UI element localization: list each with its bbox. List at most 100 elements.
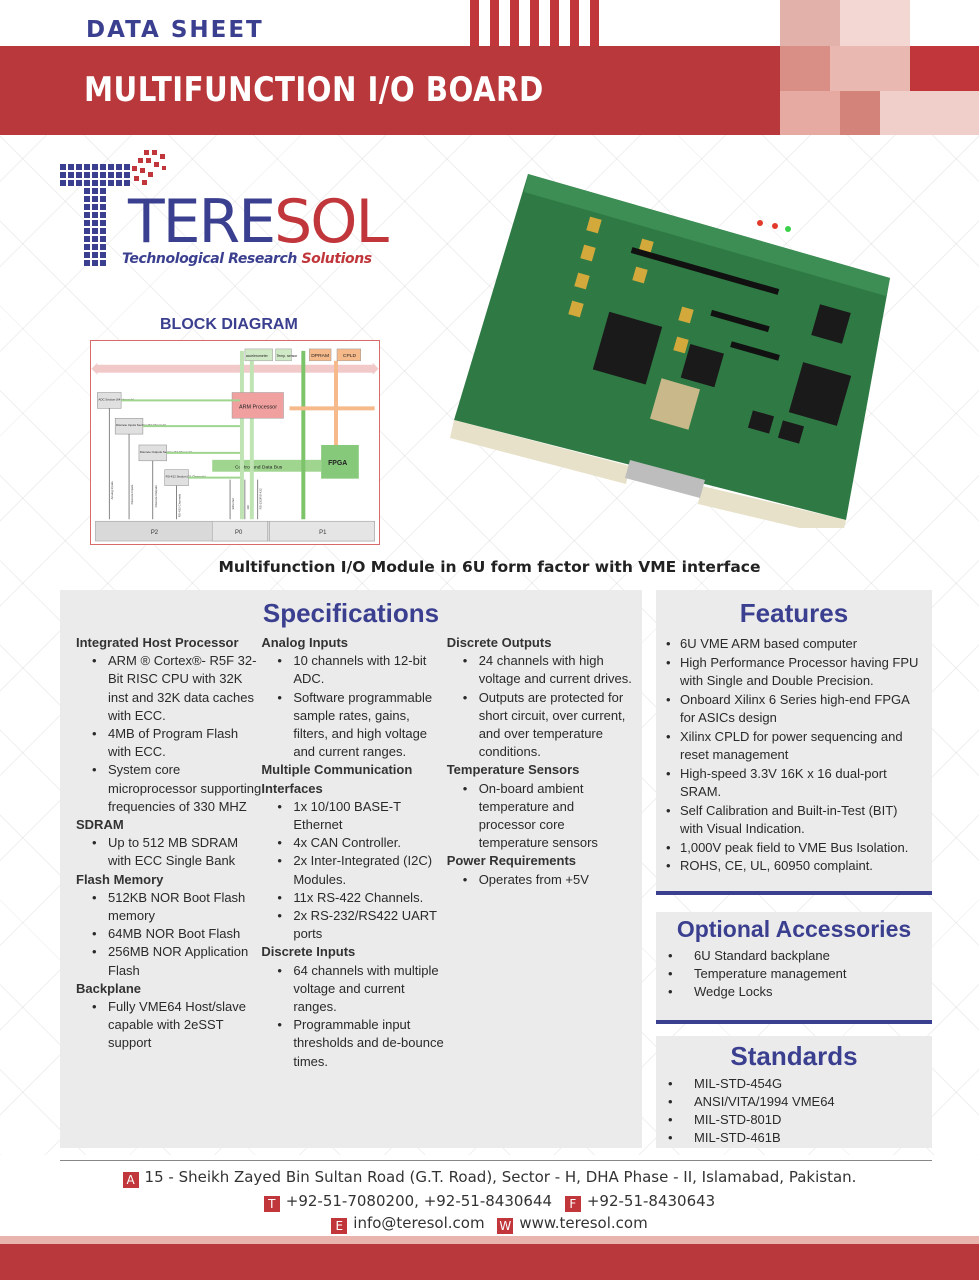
web-tag-icon: W <box>497 1218 514 1234</box>
accessories-list: 6U Standard backplaneTemperature managem… <box>656 947 932 1001</box>
address-tag-icon: A <box>122 1172 139 1188</box>
footer-divider <box>60 1160 932 1161</box>
features-list: 6U VME ARM based computerHigh Performanc… <box>656 635 932 876</box>
email-link[interactable]: info@teresol.com <box>353 1214 485 1232</box>
spec-item: 512KB NOR Boot Flash memory <box>76 889 261 925</box>
spec-item: System core microprocessor supporting fr… <box>76 761 261 816</box>
spec-item: 2x Inter-Integrated (I2C) Modules. <box>261 852 446 888</box>
bd-din-label: Discrete Inputs Section (64 Channels) <box>116 423 166 427</box>
spec-item: 4x CAN Controller. <box>261 834 446 852</box>
accessories-panel: Optional Accessories 6U Standard backpla… <box>656 912 932 1024</box>
spec-section-list: 512KB NOR Boot Flash memory64MB NOR Boot… <box>76 889 261 980</box>
tel-tag-icon: T <box>263 1196 280 1212</box>
list-item: 1,000V peak field to VME Bus Isolation. <box>666 839 922 858</box>
list-item: High-speed 3.3V 16K x 16 dual-port SRAM. <box>666 765 922 802</box>
spec-section-list: Fully VME64 Host/slave capable with 2eSS… <box>76 998 261 1053</box>
bd-temp-label: Temp. sensor <box>277 354 299 358</box>
bd-v-eth: Ethernet <box>231 498 235 509</box>
spec-section-heading: Flash Memory <box>76 871 164 887</box>
spec-item: ARM ® Cortex®- R5F 32-Bit RISC CPU with … <box>76 652 261 725</box>
block-diagram: P2 P0 P1 Control and Data Bus FPGA ARM P… <box>90 340 380 545</box>
spec-item: Up to 512 MB SDRAM with ECC Single Bank <box>76 834 261 870</box>
spec-section-list: ARM ® Cortex®- R5F 32-Bit RISC CPU with … <box>76 652 261 816</box>
spec-column-1: Integrated Host ProcessorARM ® Cortex®- … <box>76 634 261 1071</box>
header-decor-square <box>830 46 910 91</box>
bd-v-rs232: RS-232/RS-422 <box>259 488 263 509</box>
spec-item: 2x RS-232/RS422 UART ports <box>261 907 446 943</box>
spec-item: Programmable input thresholds and de-bou… <box>261 1016 446 1071</box>
fax-text: +92-51-8430643 <box>586 1192 716 1210</box>
logo-dot-grid-icon <box>60 150 166 266</box>
list-item: Xilinx CPLD for power sequencing and res… <box>666 728 922 765</box>
bd-p2-label: P2 <box>151 530 158 536</box>
list-item: Self Calibration and Built-in-Test (BIT)… <box>666 802 922 839</box>
bd-dout-label: Discrete Outputs Section (24 Channels) <box>140 450 192 454</box>
board-photo <box>450 174 890 528</box>
web-link[interactable]: www.teresol.com <box>519 1214 648 1232</box>
spec-item: Fully VME64 Host/slave capable with 2eSS… <box>76 998 261 1053</box>
footer-band <box>0 1236 979 1280</box>
spec-column-2: Analog Inputs 10 channels with 12-bit ADC… <box>261 634 446 1071</box>
bd-v-dout: Discrete Outputs <box>154 485 158 508</box>
spec-section-list: 64 channels with multiple voltage and cu… <box>261 962 446 1071</box>
list-item: 6U VME ARM based computer <box>666 635 922 654</box>
spec-item: 4MB of Program Flash with ECC. <box>76 725 261 761</box>
footer-phone: T +92-51-7080200, +92-51-8430644 F +92-51-… <box>0 1192 979 1212</box>
specifications-panel: Specifications Integrated Host Processor… <box>60 590 642 1148</box>
bd-v-i2c: I2C <box>246 504 250 509</box>
header-decor-square <box>780 46 830 91</box>
bd-adc-label: ADC Section (64 channels) <box>98 397 134 401</box>
bd-fpga-label: FPGA <box>328 460 347 467</box>
list-item: Temperature management <box>666 965 922 983</box>
bd-p0-label: P0 <box>235 530 243 536</box>
spec-section-heading: Temperature Sensors <box>446 762 580 778</box>
list-item: MIL-STD-801D <box>666 1111 922 1129</box>
spec-item: Operates from +5V <box>447 871 634 889</box>
doc-type-label: DATA SHEET <box>86 17 264 43</box>
list-item: ROHS, CE, UL, 60950 complaint. <box>666 857 922 876</box>
features-panel: Features 6U VME ARM based computerHigh P… <box>656 590 932 895</box>
logo-tagline: Technological Research Solutions <box>122 251 372 267</box>
header-decor-square <box>840 0 910 46</box>
list-item: High Performance Processor having FPU wi… <box>666 654 922 691</box>
spec-section-heading: Analog Inputs <box>261 635 349 650</box>
accessories-title: Optional Accessories <box>676 916 912 942</box>
spec-item: Software programmable sample rates, gain… <box>261 689 446 762</box>
spec-section-list: On-board ambient temperature and process… <box>447 780 634 853</box>
bd-rs422-label: RS-422 Section (11 Channels) <box>166 475 206 479</box>
header-decor-square <box>780 91 840 135</box>
spec-item: Outputs are protected for short circuit,… <box>447 689 634 762</box>
spec-item: 10 channels with 12-bit ADC. <box>261 652 446 688</box>
spec-column-3: Discrete Outputs24 channels with high vo… <box>447 634 634 1071</box>
spec-section-heading: Multiple Communication Interfaces <box>261 762 413 796</box>
spec-section-list: 10 channels with 12-bit ADC.Software pro… <box>261 652 446 761</box>
spec-section-heading: Backplane <box>76 980 142 996</box>
bd-v-analog: Analog Inputs <box>110 481 114 500</box>
spec-item: 1x 10/100 BASE-T Ethernet <box>261 798 446 834</box>
header-decor-square <box>840 91 880 135</box>
bd-accel-label: accelerometer <box>246 354 269 358</box>
spec-item: 64MB NOR Boot Flash <box>76 925 261 943</box>
teresol-logo: TERESOL Technological Research Solutions <box>60 150 389 275</box>
tel-text: +92-51-7080200, +92-51-8430644 <box>285 1192 553 1210</box>
bd-p1-label: P1 <box>319 530 327 536</box>
spec-item: On-board ambient temperature and process… <box>447 780 634 853</box>
spec-item: 64 channels with multiple voltage and cu… <box>261 962 446 1017</box>
list-item: MIL-STD-461B <box>666 1129 922 1147</box>
bd-bus-label: Control and Data Bus <box>235 465 283 471</box>
spec-section-list: Up to 512 MB SDRAM with ECC Single Bank <box>76 834 261 870</box>
header-decor-square <box>880 91 979 135</box>
spec-section-heading: Discrete Outputs <box>446 635 552 650</box>
spec-section-list: 1x 10/100 BASE-T Ethernet4x CAN Controll… <box>261 798 446 944</box>
fax-tag-icon: F <box>564 1196 581 1212</box>
block-diagram-title: BLOCK DIAGRAM <box>160 316 298 333</box>
bd-v-din: Discrete Inputs <box>130 484 134 504</box>
header-stripes <box>470 0 599 46</box>
spec-section-heading: Discrete Inputs <box>261 944 356 960</box>
specifications-title: Specifications <box>262 598 440 628</box>
list-item: 6U Standard backplane <box>666 947 922 965</box>
bd-v-rs422: RS-422 Channels <box>178 493 182 517</box>
spec-item: 11x RS-422 Channels. <box>261 889 446 907</box>
